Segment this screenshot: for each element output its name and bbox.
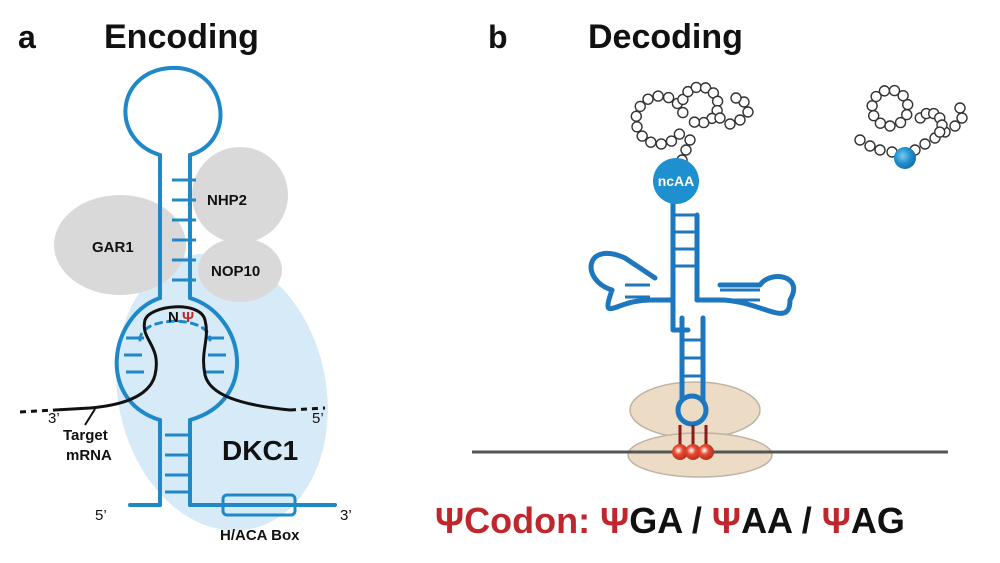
target-pointer — [84, 408, 96, 426]
peptide-bead — [680, 144, 692, 156]
nhp2-label: NHP2 — [207, 192, 247, 209]
codon-prefix-word: Codon: — [464, 500, 600, 541]
ncaa-label: ncAA — [658, 173, 695, 189]
peptide-bead — [698, 116, 710, 129]
peptide-bead — [699, 82, 712, 94]
peptide-bead — [956, 112, 968, 124]
three-prime-left: 3’ — [48, 410, 60, 427]
panel-b-title: Decoding — [588, 18, 743, 56]
codon-sep-2: / — [792, 500, 822, 541]
codon-1-psi: Ψ — [600, 500, 629, 541]
peptide-bead — [655, 138, 667, 150]
peptide-bead — [888, 84, 901, 97]
peptide-bead — [714, 112, 726, 124]
peptide-bead — [874, 117, 887, 129]
target-label-2: mRNA — [66, 447, 112, 464]
peptide-bead — [866, 100, 878, 112]
peptide-bead — [954, 102, 966, 114]
anticodon-stubs — [678, 425, 708, 446]
peptide-bead — [677, 93, 689, 106]
panel-b: b Decoding — [435, 18, 968, 541]
peptide-bead — [631, 121, 643, 133]
peptide-bead — [919, 138, 931, 150]
peptide-chain-ncaa — [630, 81, 754, 166]
peptide-bead — [854, 134, 866, 146]
panel-b-letter: b — [488, 19, 508, 55]
box-label: H/ACA Box — [220, 527, 300, 544]
peptide-bead — [688, 116, 701, 128]
peptide-bead — [878, 85, 891, 97]
codon-prefix-psi: Ψ — [435, 500, 464, 541]
five-prime-bottom: 5’ — [95, 507, 107, 524]
peptide-bead — [652, 90, 664, 102]
dkc1-label: DKC1 — [222, 435, 298, 466]
panel-a-title: Encoding — [104, 18, 259, 56]
five-prime-right: 5’ — [312, 410, 324, 427]
three-prime-bottom: 3’ — [340, 507, 352, 524]
target-mrna-line — [54, 305, 291, 412]
trna — [588, 197, 797, 427]
peptide-bead — [662, 91, 675, 104]
codon-2-rest: AA — [741, 500, 793, 541]
codon-sep-1: / — [682, 500, 712, 541]
peptide-bead — [949, 120, 961, 132]
peptide-bead — [724, 118, 736, 130]
target-mrna-dash-right — [289, 406, 326, 412]
peptide-bead — [884, 120, 896, 132]
peptide-bead — [934, 126, 946, 138]
nop10-protein — [198, 238, 282, 302]
peptide-bead — [734, 114, 746, 126]
ribosome-large-subunit — [629, 381, 761, 439]
peptide-bead — [901, 108, 913, 121]
peptide-bead — [690, 81, 702, 94]
panel-a-letter: a — [18, 19, 36, 55]
peptide-bead — [634, 100, 646, 113]
upper-stem-pairs — [172, 178, 196, 282]
target-label-1: Target — [63, 427, 108, 444]
peptide-bead — [874, 144, 886, 156]
peptide-chain-released — [854, 84, 968, 158]
codon-nucleotide-2 — [685, 444, 701, 460]
gar1-protein — [54, 195, 186, 295]
peptide-bead — [868, 109, 880, 122]
codon-3-psi: Ψ — [822, 500, 851, 541]
released-ncaa-residue — [894, 147, 916, 169]
trna-pairs — [625, 213, 760, 378]
site-n-label: N — [168, 309, 179, 326]
peptide-bead — [901, 98, 914, 111]
panel-a: a Encoding — [18, 18, 352, 544]
target-mrna-dash-left — [19, 408, 56, 414]
h-aca-rna — [114, 65, 337, 507]
peptide-bead — [642, 93, 654, 105]
peptide-bead — [742, 106, 754, 118]
peptide-bead — [730, 92, 742, 104]
codon-3-rest: AG — [851, 500, 905, 541]
lower-stem-pairs — [165, 433, 188, 494]
codon-2-psi: Ψ — [712, 500, 741, 541]
peptide-bead — [894, 116, 907, 129]
pocket-pairs — [124, 336, 226, 374]
peptide-bead — [677, 106, 689, 119]
peptide-bead — [711, 95, 724, 107]
codon-nucleotide-1 — [672, 444, 688, 460]
h-aca-box — [221, 493, 297, 517]
codon-formula: ΨCodon: ΨGA / ΨAA / ΨAG — [435, 500, 905, 541]
peptide-bead — [636, 130, 648, 142]
nhp2-protein — [192, 147, 288, 243]
peptide-bead — [630, 110, 642, 122]
gar1-label: GAR1 — [92, 239, 134, 256]
nop10-label: NOP10 — [211, 263, 260, 280]
peptide-bead — [684, 134, 696, 146]
peptide-bead — [645, 136, 657, 148]
ncaa-ball — [653, 158, 699, 204]
codon-nucleotide-3 — [698, 444, 714, 460]
peptide-bead — [673, 128, 686, 140]
peptide-bead — [665, 135, 678, 147]
peptide-bead — [897, 89, 909, 102]
site-psi-label: Ψ — [182, 309, 194, 326]
peptide-bead — [870, 90, 882, 103]
codon-1-rest: GA — [629, 500, 683, 541]
peptide-bead — [864, 140, 876, 152]
